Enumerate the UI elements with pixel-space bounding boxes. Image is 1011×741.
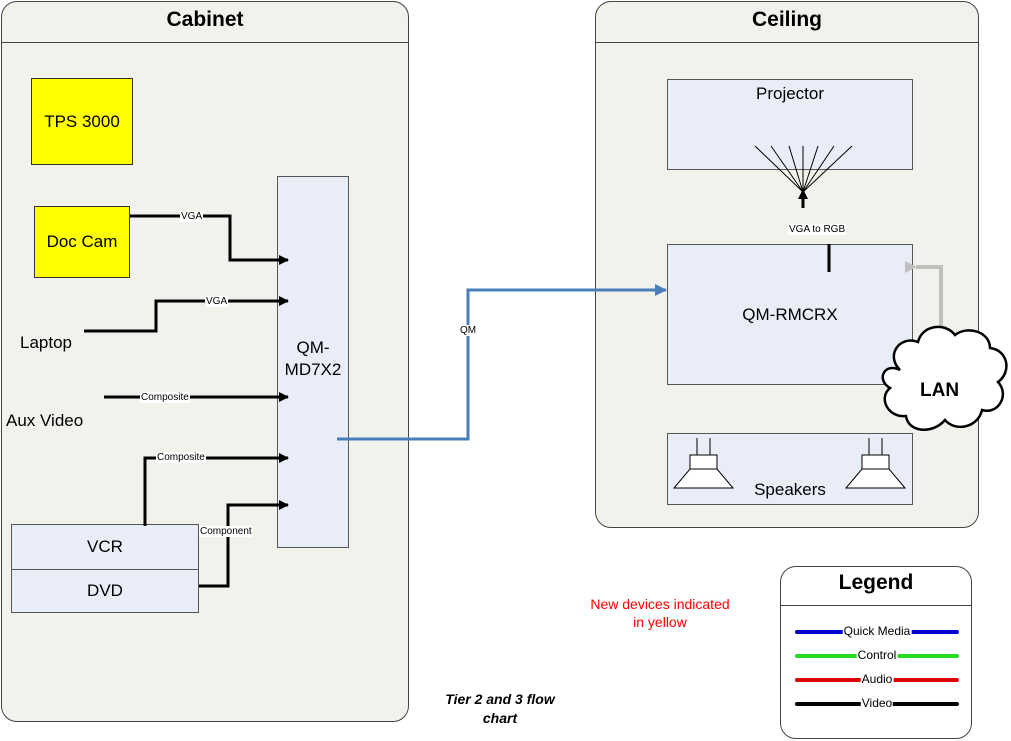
- vcr-device: VCR: [11, 524, 199, 570]
- vga-rgb-label: VGA to RGB: [788, 224, 847, 235]
- legend-title: Legend: [781, 567, 971, 606]
- dvd-device: DVD: [11, 569, 199, 613]
- doccam-vga-line: [130, 214, 289, 265]
- speakers-label: Speakers: [754, 480, 826, 499]
- legend-label: Audio: [860, 672, 894, 686]
- aux-video-label: Aux Video: [6, 411, 84, 430]
- vcr-composite-line: [143, 453, 289, 526]
- legend-item: Quick Media: [795, 619, 959, 643]
- new-devices-note: New devices indicated in yellow: [590, 596, 730, 630]
- doc-cam-device: Doc Cam: [34, 206, 130, 278]
- lan-label: LAN: [920, 380, 960, 401]
- legend-item: Video: [795, 691, 959, 715]
- legend-label: Video: [860, 696, 894, 710]
- legend-label: Control: [856, 648, 898, 662]
- tps-3000-device: TPS 3000: [31, 78, 133, 165]
- projector-beam: [754, 145, 853, 193]
- cabinet-title: Cabinet: [2, 2, 408, 43]
- qm-link-line: [337, 284, 667, 441]
- dvd-component-line: [199, 500, 289, 588]
- legend-item: Audio: [795, 667, 959, 691]
- projector-device: Projector: [667, 79, 913, 170]
- component-label-dvd: Component: [199, 526, 253, 537]
- vga-label-laptop: VGA: [205, 296, 229, 307]
- vga-label-doccam: VGA: [180, 211, 204, 222]
- lan-link-line: [905, 261, 947, 338]
- speaker-left-icon: [672, 438, 735, 489]
- lan-cloud: [881, 325, 1008, 431]
- ceiling-title: Ceiling: [596, 2, 978, 43]
- qm-label: QM: [459, 325, 478, 336]
- composite-label-aux: Composite: [140, 392, 190, 403]
- receiver-qm-rmcrx: QM-RMCRX: [667, 244, 913, 385]
- projector-label: Projector: [755, 84, 825, 103]
- switcher-label: QM- MD7X2: [284, 338, 342, 379]
- legend-label: Quick Media: [842, 624, 912, 638]
- laptop-vga-line: [84, 296, 289, 333]
- switcher-qm-md7x2: QM- MD7X2: [277, 176, 349, 548]
- composite-label-vcr: Composite: [156, 452, 206, 463]
- diagram-caption: Tier 2 and 3 flow chart: [445, 691, 555, 726]
- laptop-label: Laptop: [20, 333, 72, 352]
- speaker-right-icon: [844, 438, 907, 489]
- legend-item: Control: [795, 643, 959, 667]
